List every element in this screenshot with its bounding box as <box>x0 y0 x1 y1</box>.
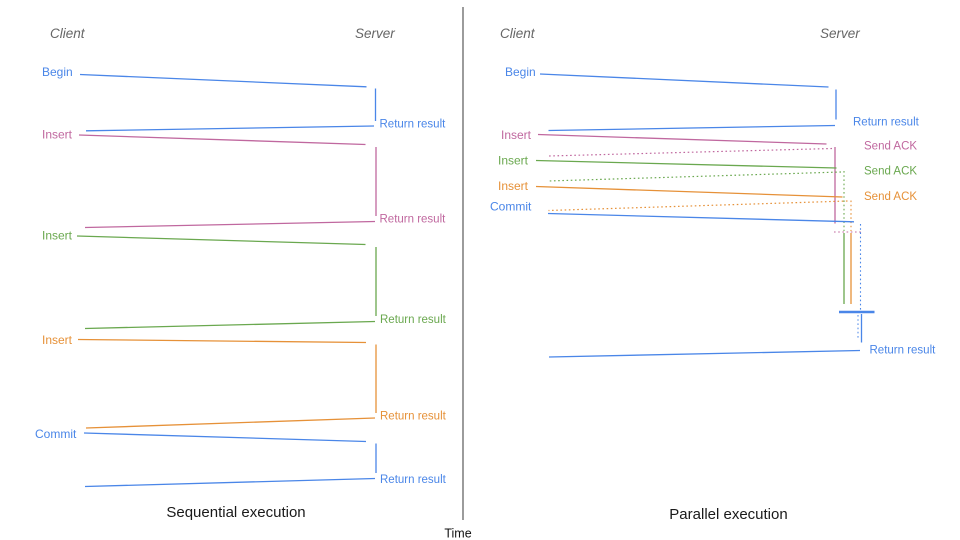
par-op-insert1: Insert Send ACK <box>501 128 917 233</box>
seq-insert3-return-label: Return result <box>380 411 447 423</box>
seq-insert2-response-arrow <box>84 320 376 330</box>
seq-op-commit: Commit Return result <box>35 427 447 488</box>
seq-begin-return-label: Return result <box>380 119 447 131</box>
seq-insert2-request-arrow <box>76 235 366 246</box>
par-insert3-request-arrow <box>535 185 843 198</box>
par-insert1-ack-label: Send ACK <box>864 141 917 153</box>
par-insert2-ack-arrow <box>548 171 842 182</box>
par-op-begin: Begin Return result <box>505 65 920 132</box>
time-axis: Time <box>444 7 472 540</box>
par-insert2-ack-label: Send ACK <box>864 166 917 178</box>
seq-insert3-response-arrow <box>85 417 376 429</box>
par-begin-response-arrow <box>548 124 836 132</box>
seq-insert2-label: Insert <box>42 229 73 243</box>
seq-op-insert1: Insert Return result <box>42 128 447 229</box>
par-insert2-request-arrow <box>535 159 837 169</box>
par-op-insert2: Insert Send ACK <box>498 154 917 304</box>
seq-commit-response-arrow <box>84 477 376 488</box>
par-insert1-ack-arrow <box>548 147 833 157</box>
seq-insert1-response-arrow <box>84 220 376 229</box>
par-begin-request-arrow <box>539 73 829 88</box>
seq-insert2-return-label: Return result <box>380 314 447 326</box>
time-axis-label: Time <box>444 527 471 540</box>
par-insert1-label: Insert <box>501 128 532 142</box>
seq-begin-response-arrow <box>85 125 375 132</box>
par-begin-label: Begin <box>505 65 536 79</box>
par-insert1-request-arrow <box>537 133 827 145</box>
seq-insert1-return-label: Return result <box>380 214 447 226</box>
seq-insert3-request-arrow <box>77 338 367 344</box>
par-insert3-ack-label: Send ACK <box>864 191 917 203</box>
par-final-return-label: Return result <box>870 345 937 357</box>
seq-server-header: Server <box>355 26 395 41</box>
parallel-title: Parallel execution <box>669 506 787 523</box>
par-commit-request-arrow <box>547 212 855 223</box>
seq-op-insert3: Insert Return result <box>42 333 447 429</box>
par-insert3-ack-arrow <box>548 200 848 212</box>
par-insert3-label: Insert <box>498 179 529 193</box>
seq-client-header: Client <box>50 26 86 41</box>
seq-begin-label: Begin <box>42 65 73 79</box>
seq-op-begin: Begin Return result <box>42 65 447 132</box>
sequential-panel: Client Server Begin Return result Insert… <box>35 26 447 521</box>
par-begin-return-label: Return result <box>853 117 920 129</box>
seq-insert1-label: Insert <box>42 128 73 142</box>
seq-op-insert2: Insert Return result <box>42 229 447 330</box>
par-final-response-arrow <box>548 349 861 358</box>
par-client-header: Client <box>500 26 536 41</box>
par-server-header: Server <box>820 26 860 41</box>
seq-commit-request-arrow <box>83 432 367 443</box>
seq-insert3-label: Insert <box>42 333 73 347</box>
seq-commit-label: Commit <box>35 427 77 441</box>
seq-begin-request-arrow <box>79 73 367 88</box>
seq-insert1-request-arrow <box>78 134 366 146</box>
par-commit-label: Commit <box>490 200 532 214</box>
par-insert2-label: Insert <box>498 154 529 168</box>
par-op-commit: Commit Return result <box>490 200 936 358</box>
parallel-panel: Client Server Begin Return result Insert… <box>490 26 936 523</box>
par-op-insert3: Insert Send ACK <box>498 179 917 304</box>
seq-commit-return-label: Return result <box>380 474 447 486</box>
sequential-title: Sequential execution <box>166 504 305 521</box>
